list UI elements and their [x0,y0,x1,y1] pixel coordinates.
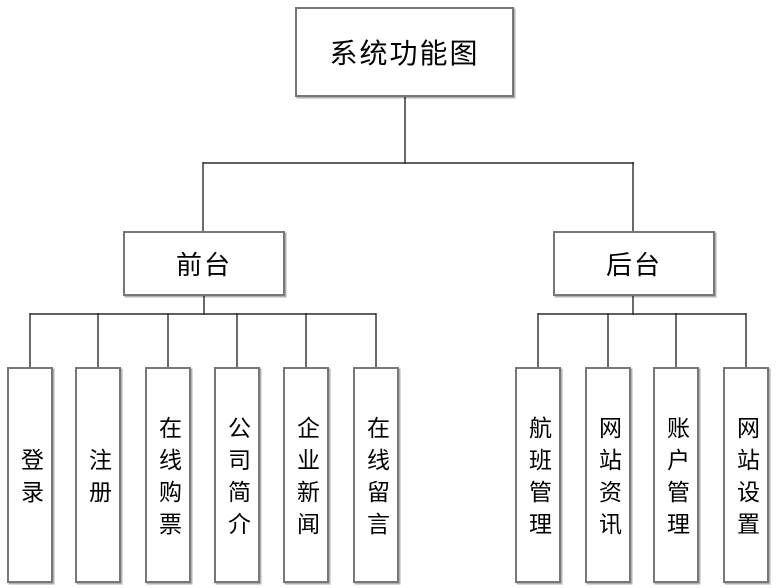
node-label: 网站设置 [733,415,760,544]
node-site-settings: 网站设置 [723,367,769,583]
node-label: 公司简介 [224,415,251,544]
node-label: 企业新闻 [293,415,320,544]
node-company-profile: 公司简介 [214,367,260,583]
node-system-function-diagram: 系统功能图 [295,7,514,97]
node-label: 在线留言 [363,415,390,544]
node-corporate-news: 企业新闻 [283,367,329,583]
node-label: 登录 [17,447,44,512]
node-back-end: 后台 [553,231,715,296]
node-label: 后台 [605,250,662,280]
node-site-news: 网站资讯 [585,367,631,583]
node-register: 注册 [75,367,121,583]
node-label: 注册 [85,447,112,512]
node-label: 前台 [175,250,232,280]
node-online-ticketing: 在线购票 [145,367,191,583]
node-front-desk: 前台 [123,231,285,296]
node-online-message: 在线留言 [353,367,399,583]
node-label: 网站资讯 [595,415,622,544]
node-label: 系统功能图 [329,38,480,69]
node-label: 航班管理 [525,415,552,544]
node-login: 登录 [7,367,53,583]
node-account-management: 账户管理 [653,367,699,583]
node-label: 在线购票 [155,415,182,544]
node-label: 账户管理 [663,415,690,544]
node-flight-management: 航班管理 [515,367,561,583]
